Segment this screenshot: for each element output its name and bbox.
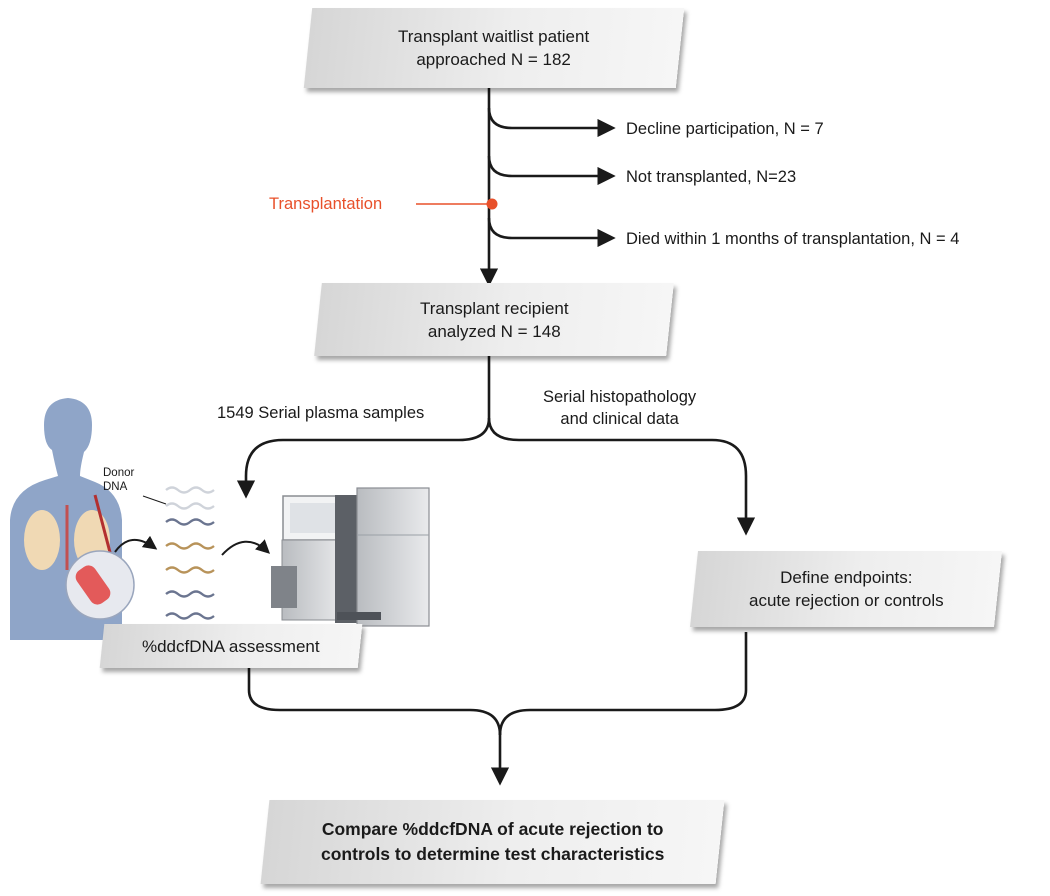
- donor-dna-label: Donor DNA: [103, 467, 135, 493]
- exclusion-died: Died within 1 months of transplantation,…: [626, 230, 960, 248]
- branch-label-right: Serial histopathology and clinical data: [543, 388, 697, 428]
- ddcfdna-text: %ddcfDNA assessment: [142, 636, 320, 656]
- transplantation-dot: [486, 198, 498, 210]
- sequencer-illustration: [271, 487, 430, 627]
- merge-left: [247, 668, 502, 736]
- endpoints-box: Define endpoints: acute rejection or con…: [690, 551, 1002, 627]
- branch-decline: [487, 107, 616, 138]
- recipient-box: Transplant recipient analyzed N = 148: [314, 283, 674, 356]
- biopsy-arrow: [114, 535, 158, 553]
- ddcfdna-box: %ddcfDNA assessment: [99, 624, 363, 668]
- sequencer-arrow: [221, 539, 271, 556]
- branch-not-transplanted: [487, 155, 616, 186]
- branch-died: [487, 217, 616, 248]
- split-right: [487, 417, 756, 536]
- recipient-text: Transplant recipient analyzed N = 148: [419, 298, 569, 341]
- compare-text: Compare %ddcfDNA of acute rejection to c…: [320, 819, 665, 864]
- branch-label-left: 1549 Serial plasma samples: [217, 404, 425, 422]
- split-left: [236, 417, 491, 499]
- merge-right: [498, 632, 748, 736]
- exclusion-not-transplanted: Not transplanted, N=23: [626, 168, 797, 186]
- dna-strands: [165, 486, 215, 620]
- exclusion-decline: Decline participation, N = 7: [626, 120, 824, 138]
- compare-box: Compare %ddcfDNA of acute rejection to c…: [260, 800, 725, 884]
- donor-pointer: [142, 495, 167, 505]
- transplantation-label: Transplantation: [269, 195, 383, 213]
- body-illustration: [10, 398, 135, 640]
- waitlist-box: Transplant waitlist patient approached N…: [303, 8, 685, 88]
- waitlist-text: Transplant waitlist patient approached N…: [398, 27, 590, 69]
- endpoints-text: Define endpoints: acute rejection or con…: [748, 568, 944, 610]
